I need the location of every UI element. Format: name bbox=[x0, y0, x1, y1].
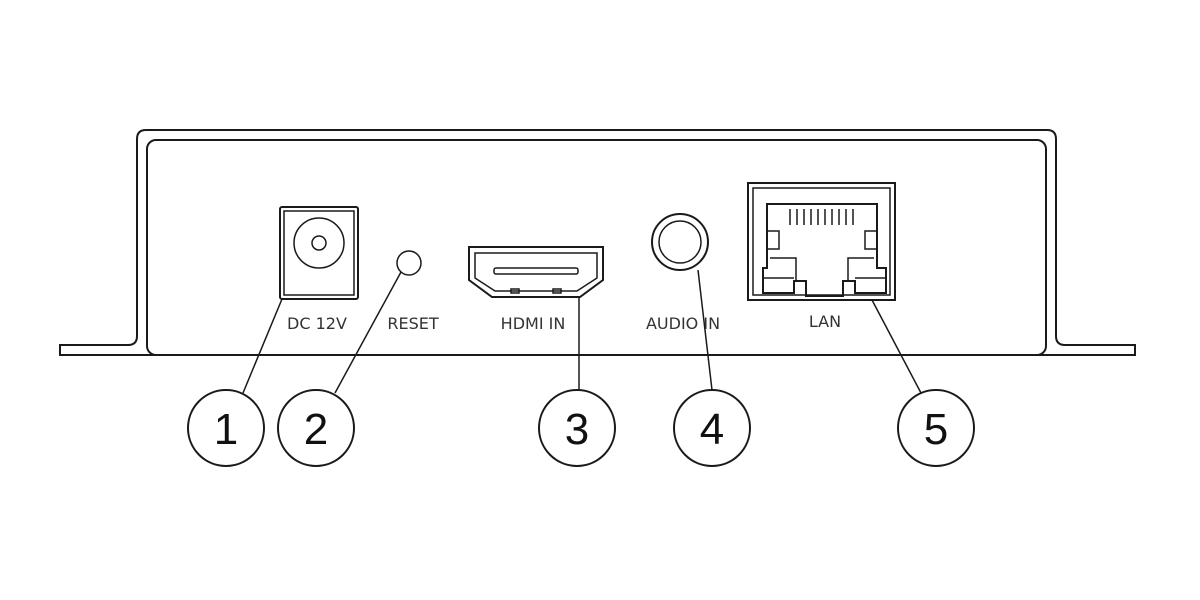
audio-jack bbox=[651, 213, 709, 271]
callout-number: 5 bbox=[924, 405, 948, 454]
callout-number: 1 bbox=[214, 405, 238, 454]
callout-2: 2 bbox=[277, 389, 355, 467]
lan-pins bbox=[789, 209, 854, 225]
label-dc-12v: DC 12V bbox=[287, 314, 347, 333]
housing bbox=[59, 129, 1136, 356]
port-labels: DC 12V RESET HDMI IN AUDIO IN LAN bbox=[287, 312, 841, 333]
callout-number: 4 bbox=[700, 405, 724, 454]
reset-button bbox=[396, 250, 422, 276]
callout-1: 1 bbox=[187, 389, 265, 467]
hdmi-port bbox=[468, 246, 604, 298]
callout-number: 3 bbox=[565, 405, 589, 454]
label-hdmi-in: HDMI IN bbox=[501, 314, 566, 333]
callout-3: 3 bbox=[538, 389, 616, 467]
lan-port bbox=[747, 182, 896, 301]
label-lan: LAN bbox=[809, 312, 841, 331]
leader-lines bbox=[242, 269, 922, 394]
callout-number: 2 bbox=[304, 405, 328, 454]
dc-power-jack bbox=[279, 206, 359, 300]
label-audio-in: AUDIO IN bbox=[646, 314, 720, 333]
callout-4: 4 bbox=[673, 389, 751, 467]
callout-5: 5 bbox=[897, 389, 975, 467]
label-reset: RESET bbox=[387, 314, 438, 333]
